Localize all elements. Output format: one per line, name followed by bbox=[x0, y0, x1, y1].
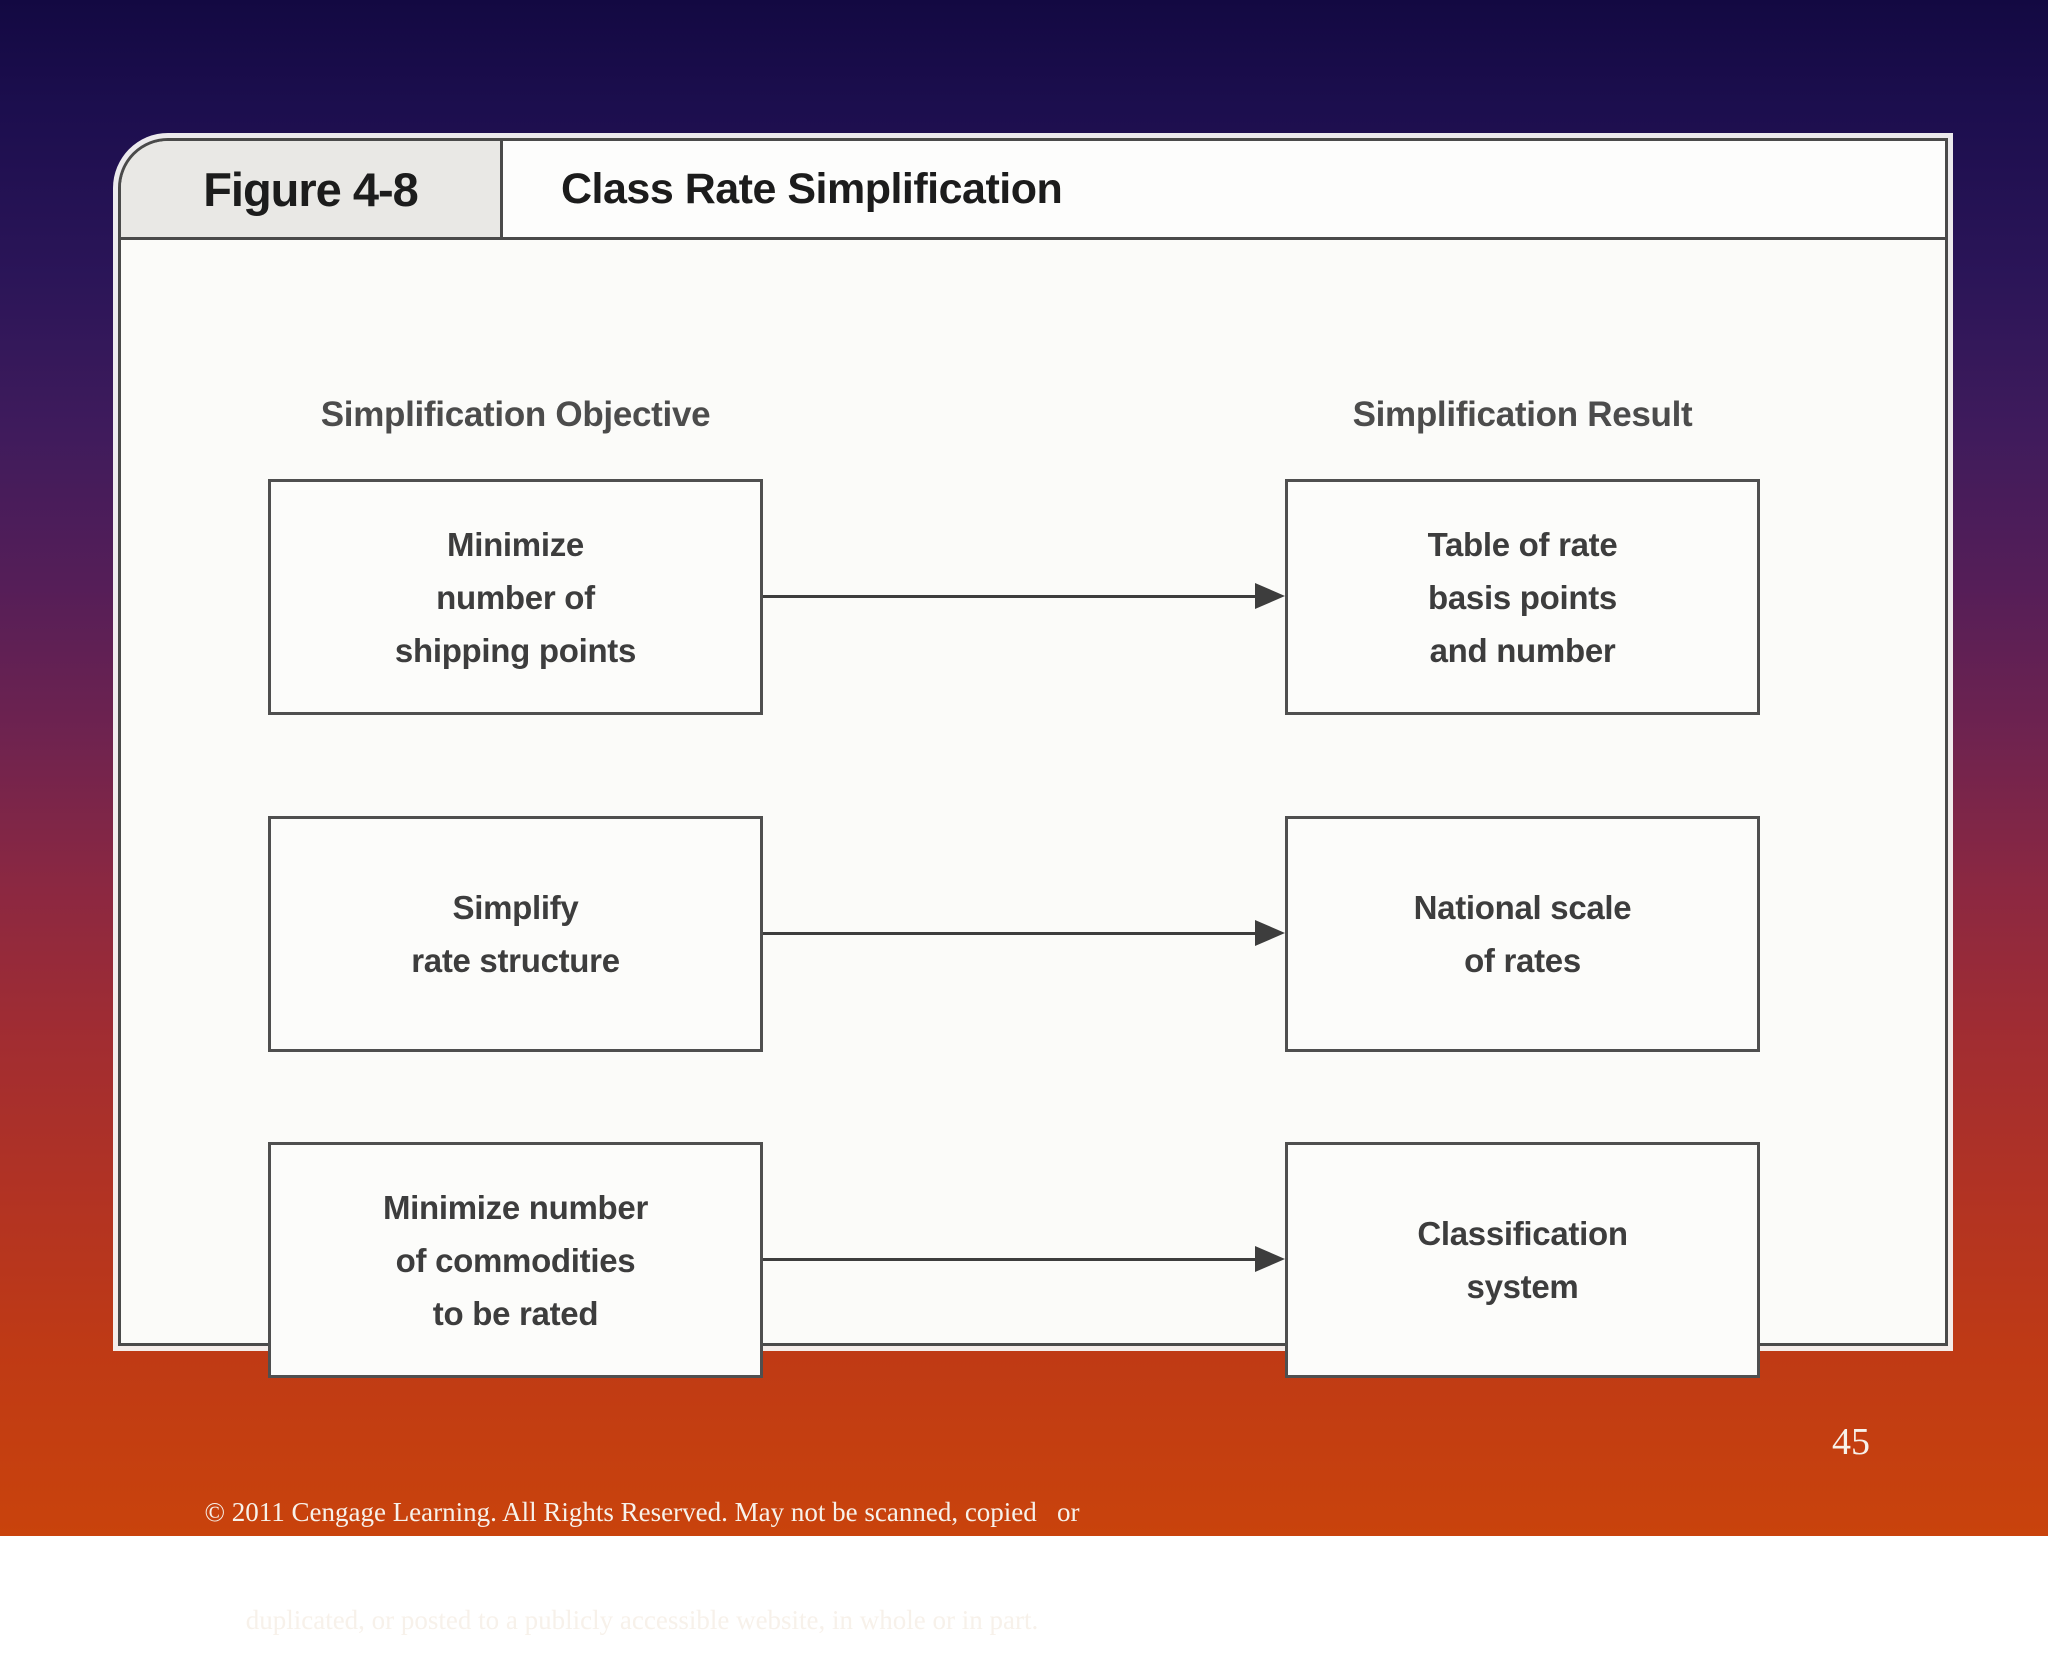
result-box-3: Classification system bbox=[1285, 1142, 1760, 1378]
result-box-3-label: Classification system bbox=[1417, 1207, 1627, 1313]
figure-title: Class Rate Simplification bbox=[561, 165, 1062, 214]
objective-box-2-label: Simplify rate structure bbox=[411, 881, 620, 987]
objective-box-3-label: Minimize number of commodities to be rat… bbox=[383, 1181, 648, 1340]
objective-box-1: Minimize number of shipping points bbox=[268, 479, 763, 715]
result-box-2-label: National scale of rates bbox=[1414, 881, 1632, 987]
figure-title-bar: Class Rate Simplification bbox=[503, 141, 1945, 237]
column-header-objective: Simplification Objective bbox=[268, 390, 763, 440]
figure-label: Figure 4-8 bbox=[203, 162, 418, 217]
figure-header: Figure 4-8 Class Rate Simplification bbox=[121, 141, 1945, 240]
arrow-head-icon bbox=[1255, 1246, 1285, 1272]
arrow-line-3 bbox=[763, 1258, 1259, 1261]
figure-panel: Figure 4-8 Class Rate Simplification Sim… bbox=[118, 138, 1948, 1346]
page-number: 45 bbox=[1832, 1420, 1932, 1464]
arrow-line-2 bbox=[763, 932, 1259, 935]
arrow-head-icon bbox=[1255, 583, 1285, 609]
flow-row-3: Minimize number of commodities to be rat… bbox=[121, 1142, 1945, 1378]
flow-row-1: Minimize number of shipping points Table… bbox=[121, 479, 1945, 715]
column-header-result: Simplification Result bbox=[1285, 390, 1760, 440]
objective-box-1-label: Minimize number of shipping points bbox=[395, 518, 636, 677]
copyright-line-1: © 2011 Cengage Learning. All Rights Rese… bbox=[172, 1494, 1112, 1530]
result-box-1-label: Table of rate basis points and number bbox=[1428, 518, 1618, 677]
objective-box-2: Simplify rate structure bbox=[268, 816, 763, 1052]
copyright-line-2: duplicated, or posted to a publicly acce… bbox=[172, 1602, 1112, 1638]
arrow-line-1 bbox=[763, 595, 1259, 598]
diagram-area: Simplification Objective Simplification … bbox=[121, 240, 1945, 1343]
result-box-2: National scale of rates bbox=[1285, 816, 1760, 1052]
flow-row-2: Simplify rate structure National scale o… bbox=[121, 816, 1945, 1052]
arrow-head-icon bbox=[1255, 920, 1285, 946]
result-box-1: Table of rate basis points and number bbox=[1285, 479, 1760, 715]
objective-box-3: Minimize number of commodities to be rat… bbox=[268, 1142, 763, 1378]
copyright-notice: © 2011 Cengage Learning. All Rights Rese… bbox=[172, 1422, 1112, 1674]
figure-label-tab: Figure 4-8 bbox=[121, 141, 503, 237]
